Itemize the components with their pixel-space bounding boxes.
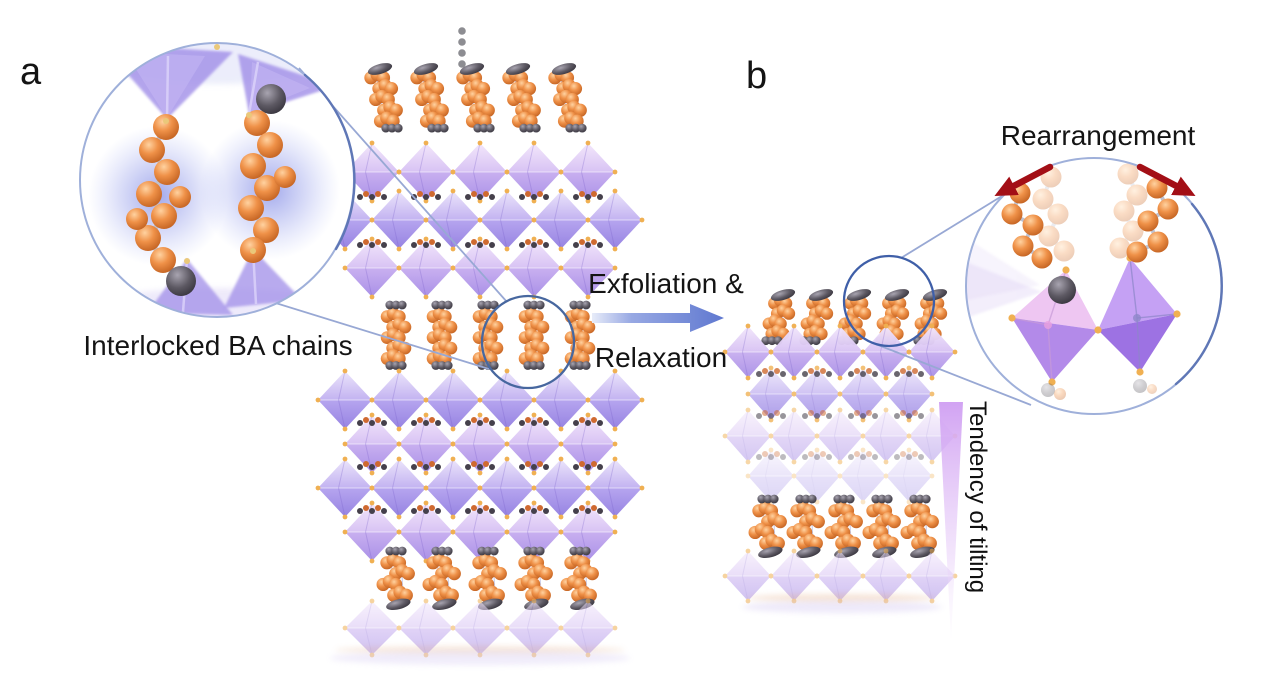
panel-a-label: a [20, 51, 42, 93]
tilt-gradient-wedge [939, 402, 963, 640]
inset-a-ring-shade [303, 73, 356, 251]
highlight-circle-a [480, 294, 576, 390]
exfoliation-arrow-icon [592, 304, 724, 332]
rearrangement-arrows [994, 163, 1196, 197]
tendency-of-tilting-label: Tendency of tilting [964, 401, 991, 593]
exfoliation-label: Exfoliation & [588, 268, 744, 299]
bulk-crystal-structure-a [315, 27, 645, 665]
magnifier-inset-b [965, 157, 1223, 415]
callout-line-b-lower [872, 342, 1032, 406]
magnifier-inset-a [79, 42, 356, 318]
inset-b-ring-shade [1174, 202, 1223, 386]
panel-b-label: b [746, 55, 767, 97]
exfoliated-structure-b [722, 289, 958, 613]
rearrangement-arrow-right-icon [1136, 163, 1196, 197]
rearrangement-caption: Rearrangement [1001, 120, 1196, 151]
interlocked-ba-chains-caption: Interlocked BA chains [83, 330, 352, 361]
highlight-circle-b [842, 254, 936, 348]
rearrangement-arrow-left-icon [994, 163, 1054, 197]
callout-line-b-upper [900, 187, 1016, 259]
relaxation-label: Relaxation [595, 342, 727, 373]
